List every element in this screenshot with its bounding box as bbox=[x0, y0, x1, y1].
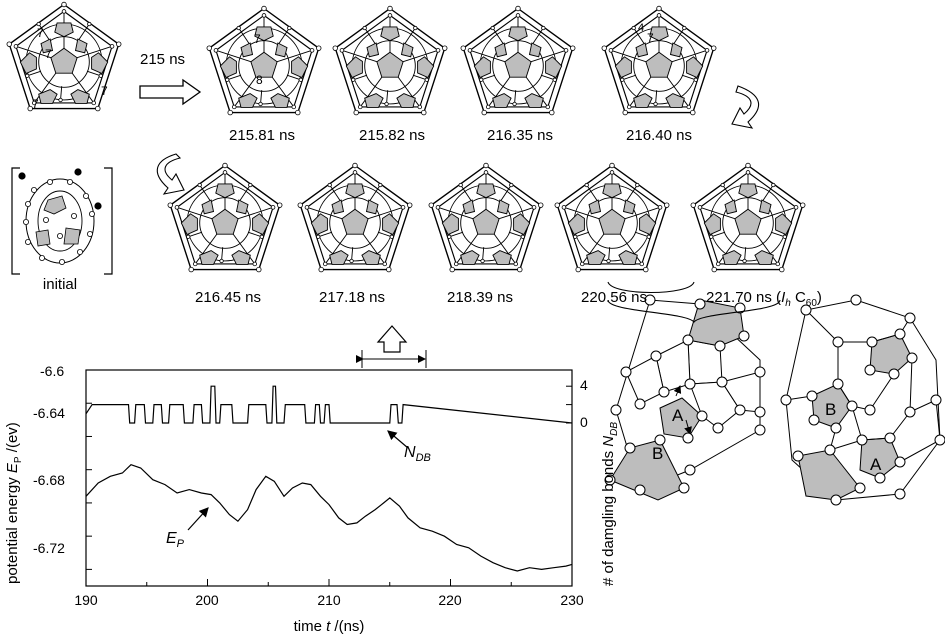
zoom-left-label-a: A bbox=[672, 406, 684, 425]
cage-220-56 bbox=[554, 162, 670, 273]
curved-arrow-right bbox=[731, 85, 760, 129]
initial-label: initial bbox=[42, 276, 78, 293]
ring-label-8: 8 bbox=[256, 73, 263, 87]
x-tick-marks bbox=[85, 579, 573, 586]
ep-annotation-arrow bbox=[187, 507, 209, 531]
y-axis-title-right: # of damgling bonds NDB bbox=[600, 421, 620, 586]
ndb-annotation: NDB bbox=[404, 444, 431, 465]
step-label-217-18: 217.18 ns bbox=[319, 289, 385, 306]
zoom-right-label-a: A bbox=[870, 455, 882, 474]
transition-arrow bbox=[139, 78, 202, 106]
energy-chart bbox=[85, 369, 573, 587]
cage-216-35 bbox=[460, 5, 576, 116]
ring-label-7f: 7 bbox=[647, 31, 654, 45]
cage-215-81 bbox=[206, 5, 322, 116]
ring-label-7b: 7 bbox=[45, 47, 52, 61]
step-label-218-39: 218.39 ns bbox=[447, 289, 513, 306]
plot-frame bbox=[85, 369, 573, 587]
ring-label-7a: 7 bbox=[37, 26, 44, 40]
series-line-ep bbox=[85, 464, 573, 572]
step-label-215-81: 215.81 ns bbox=[229, 127, 295, 144]
y-left-tick-label-4: -6.72 bbox=[33, 540, 65, 556]
x-tick-label-200: 200 bbox=[195, 592, 219, 608]
zoom-right-label-b: B bbox=[825, 400, 837, 419]
ring-label-7d: 7 bbox=[101, 84, 108, 98]
x-axis-title: time t /(ns) bbox=[293, 618, 365, 635]
cage-218-39 bbox=[428, 162, 544, 273]
y-axis-title-left: potential energy EP /(ev) bbox=[4, 422, 24, 584]
x-tick-label-210: 210 bbox=[317, 592, 341, 608]
cage-215-82 bbox=[332, 5, 448, 116]
x-tick-label-230: 230 bbox=[560, 592, 584, 608]
cage-221-70 bbox=[690, 162, 806, 273]
step-label-216-40: 216.40 ns bbox=[626, 127, 692, 144]
y-right-tick-label-4: 4 bbox=[580, 377, 588, 393]
ring-label-4: 4 bbox=[638, 22, 645, 34]
step-label-215-82: 215.82 ns bbox=[359, 127, 425, 144]
ndb-annotation-arrow bbox=[387, 430, 409, 449]
step-label-final: 221.70 ns (Ih C60) bbox=[706, 289, 822, 309]
y-right-tick-label-0: 0 bbox=[580, 414, 588, 430]
y-left-tick-marks bbox=[86, 369, 92, 570]
step-label-216-35: 216.35 ns bbox=[487, 127, 553, 144]
zoom-detail-left bbox=[604, 281, 766, 501]
series-line-ndb bbox=[85, 385, 573, 424]
ring-label-7e: 7 bbox=[254, 32, 261, 46]
window-marker bbox=[356, 325, 427, 368]
cage-217-18 bbox=[297, 162, 413, 273]
x-tick-label-190: 190 bbox=[74, 592, 98, 608]
curved-arrow-left bbox=[156, 153, 185, 195]
y-left-tick-label-2: -6.64 bbox=[33, 405, 65, 421]
zoom-brace bbox=[607, 299, 781, 323]
y-right-tick-marks bbox=[566, 385, 572, 424]
zoom-left-label-b: B bbox=[652, 444, 664, 463]
cage-216-45 bbox=[167, 162, 283, 273]
initial-cluster bbox=[11, 167, 113, 275]
x-tick-label-220: 220 bbox=[438, 592, 462, 608]
ep-annotation: EP bbox=[166, 530, 185, 551]
zoom-detail-right bbox=[780, 294, 945, 506]
step-label-220-56: 220.56 ns bbox=[581, 289, 647, 306]
y-left-tick-label-1: -6.6 bbox=[40, 363, 65, 379]
y-left-tick-label-3: -6.68 bbox=[33, 472, 65, 488]
cage-216-40 bbox=[601, 5, 717, 116]
step-label-216-45: 216.45 ns bbox=[195, 289, 261, 306]
transition-label: 215 ns bbox=[140, 51, 186, 68]
ring-label-7c: 7 bbox=[32, 97, 39, 111]
